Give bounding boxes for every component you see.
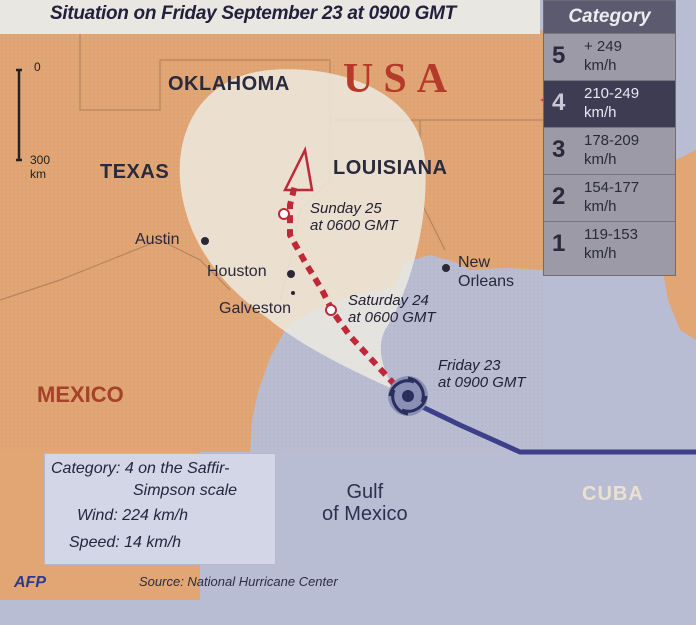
city-dot-galveston xyxy=(291,291,295,295)
forecast-label-friday: Friday 23 at 0900 GMT xyxy=(438,357,526,391)
forecast-track xyxy=(287,184,398,388)
state-label-oklahoma: OKLAHOMA xyxy=(168,73,290,95)
country-label-cuba: CUBA xyxy=(582,483,644,505)
info-speed: Speed: 14 km/h xyxy=(69,534,182,551)
scale-bar xyxy=(16,68,22,162)
storm-info-box: Category: 4 on the Saffir- Simpson scale… xyxy=(44,453,276,565)
scale-label-bottom: 300 km xyxy=(30,153,51,181)
track-arrow xyxy=(282,146,314,192)
city-dot-new-orleans xyxy=(442,264,450,272)
city-label-galveston: Galveston xyxy=(219,300,292,317)
map-title: Situation on Friday September 23 at 0900… xyxy=(50,3,456,24)
forecast-label-sunday: Sunday 25 at 0600 GMT xyxy=(310,200,398,234)
title-bar xyxy=(0,0,540,34)
city-label-houston: Houston xyxy=(207,263,267,280)
forecast-point-saturday xyxy=(325,304,337,316)
past-track xyxy=(406,397,696,455)
info-category: Category: 4 on the Saffir- xyxy=(51,460,230,477)
state-label-louisiana: LOUISIANA xyxy=(333,157,448,179)
forecast-cone xyxy=(179,69,426,390)
city-label-austin: Austin xyxy=(135,231,180,248)
country-label-usa: USA xyxy=(343,56,458,102)
forecast-point-sunday xyxy=(278,208,290,220)
country-label-mexico: MEXICO xyxy=(37,382,124,407)
category-legend-header: Category xyxy=(544,1,675,33)
city-dot-austin xyxy=(201,237,209,245)
water-label-gulf: Gulf of Mexico xyxy=(322,481,408,525)
agency-logo: AFP xyxy=(14,574,46,591)
city-label-new-orleans: New Orleans xyxy=(458,254,515,290)
source-credit: Source: National Hurricane Center xyxy=(139,574,338,589)
scale-label-top: 0 xyxy=(34,60,41,74)
hurricane-icon xyxy=(388,376,428,416)
info-wind: Wind: 224 km/h xyxy=(77,507,189,524)
info-category-scale: Simpson scale xyxy=(133,482,238,499)
state-label-texas: TEXAS xyxy=(100,161,170,183)
forecast-label-saturday: Saturday 24 at 0600 GMT xyxy=(348,292,436,326)
city-dot-houston xyxy=(287,270,295,278)
